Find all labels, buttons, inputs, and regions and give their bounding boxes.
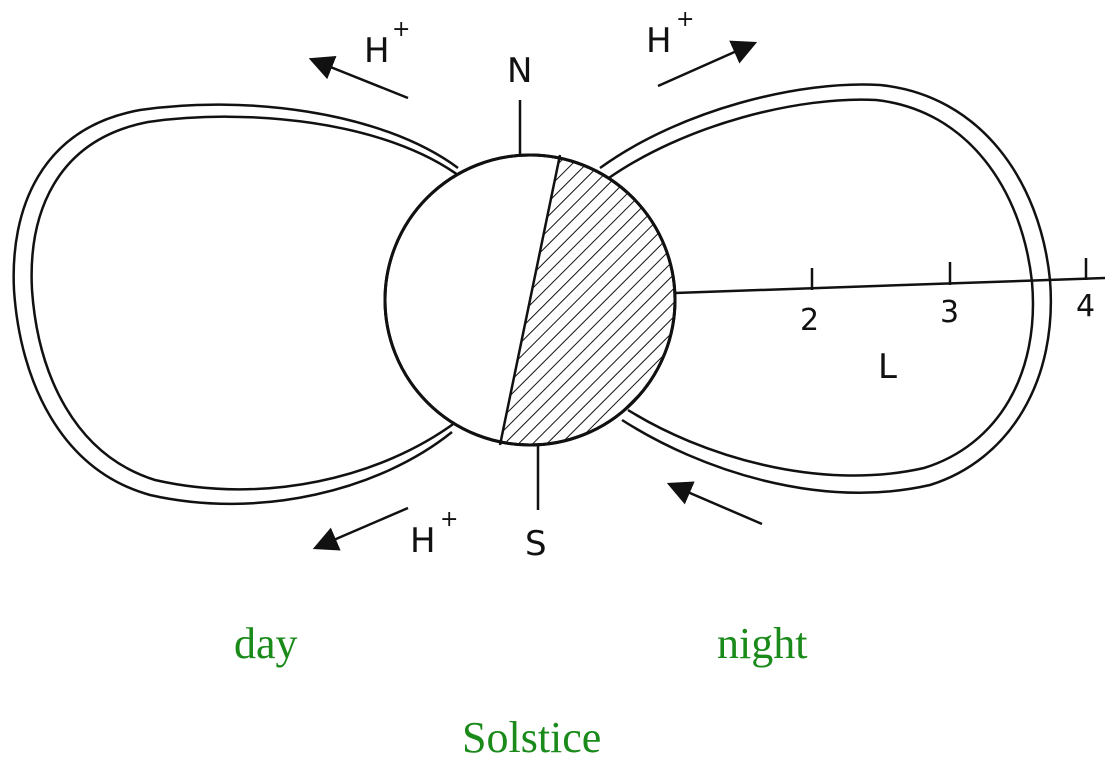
ion-label-bottom-left: H +: [410, 507, 458, 561]
svg-text:+: +: [676, 7, 694, 32]
caption-title: Solstice: [462, 713, 601, 761]
arrow-bottom-right: [676, 487, 762, 524]
axis-label-l: L: [878, 347, 897, 387]
arrow-bottom-left: [322, 508, 408, 545]
svg-text:+: +: [392, 17, 410, 42]
ion-label-top-right: H +: [646, 7, 694, 61]
scale-tick-3: 3: [940, 295, 959, 330]
caption-night: night: [717, 619, 807, 668]
scale-tick-2: 2: [800, 303, 819, 338]
earth: [385, 155, 690, 445]
south-label: S: [525, 524, 547, 564]
scale-tick-4: 4: [1076, 289, 1095, 324]
caption-day: day: [234, 619, 298, 668]
arrow-top-left: [318, 62, 408, 98]
svg-text:+: +: [440, 507, 458, 532]
ion-label-top-left: H +: [364, 17, 410, 71]
svg-text:H: H: [410, 521, 436, 561]
north-label: N: [507, 51, 532, 91]
svg-text:H: H: [364, 31, 390, 71]
svg-text:H: H: [646, 21, 672, 61]
